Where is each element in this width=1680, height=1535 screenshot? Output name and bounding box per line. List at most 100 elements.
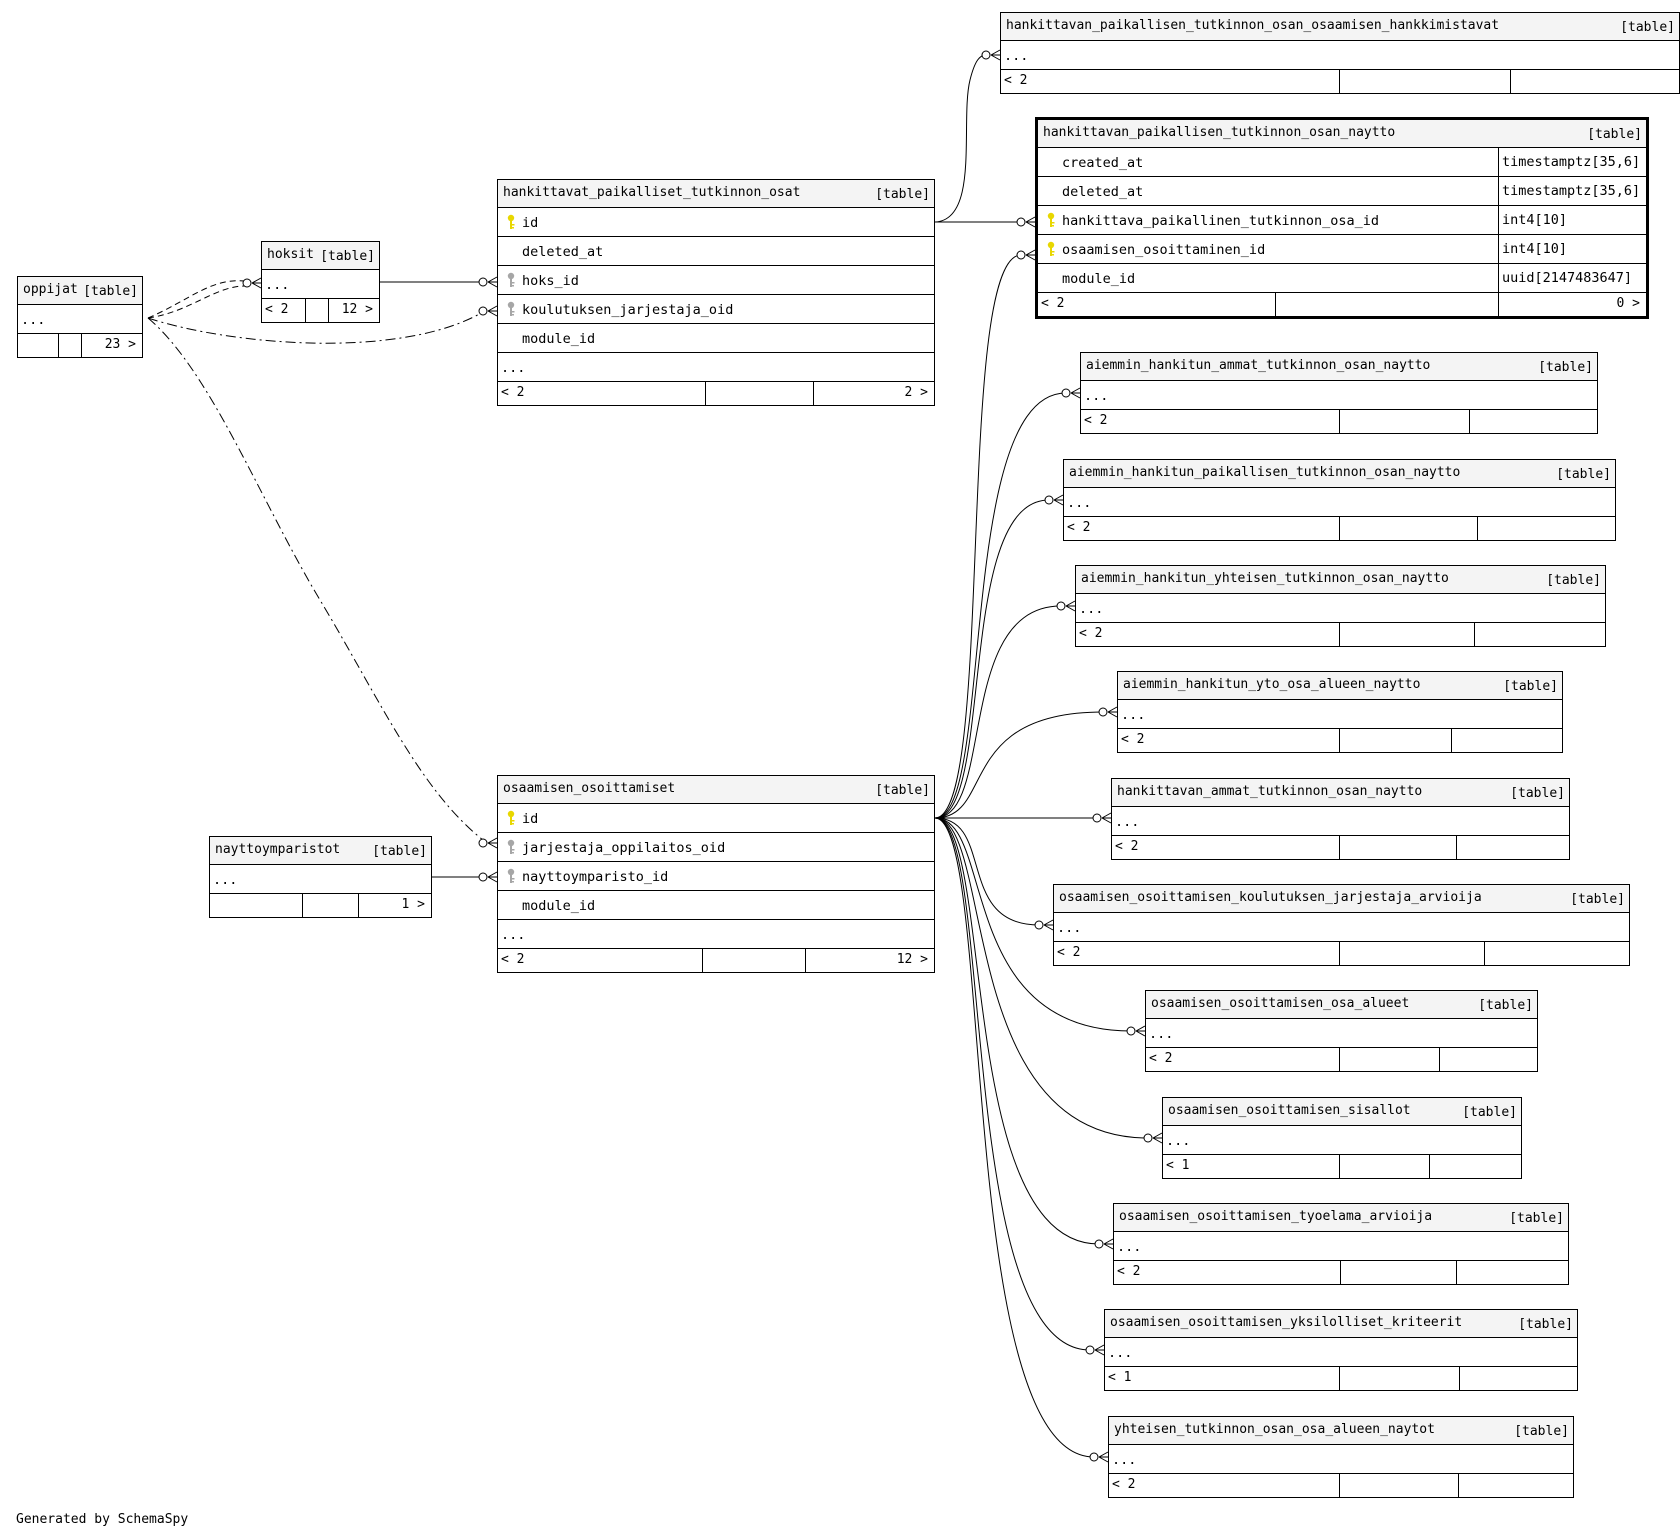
children-link[interactable]: 1 > xyxy=(401,897,425,912)
table-type-label: [table] xyxy=(1514,1424,1569,1439)
table-header[interactable]: hankittavan_ammat_tutkinnon_osan_naytto[… xyxy=(1112,779,1569,807)
table-header[interactable]: osaamisen_osoittamisen_tyoelama_arvioija… xyxy=(1114,1204,1568,1232)
column-row[interactable]: id xyxy=(498,208,934,237)
table-name[interactable]: hankittavan_paikallisen_tutkinnon_osan_n… xyxy=(1043,125,1396,140)
table-ahytn[interactable]: aiemmin_hankitun_yhteisen_tutkinnon_osan… xyxy=(1075,565,1606,647)
table-header[interactable]: aiemmin_hankitun_yto_osa_alueen_naytto[t… xyxy=(1118,672,1562,700)
table-name[interactable]: osaamisen_osoittamisen_tyoelama_arvioija xyxy=(1119,1209,1433,1224)
table-ytoan[interactable]: yhteisen_tutkinnon_osan_osa_alueen_nayto… xyxy=(1108,1416,1574,1498)
parents-link[interactable]: < 1 xyxy=(1108,1370,1132,1385)
footer-divider xyxy=(1429,1155,1430,1178)
column-name: module_id xyxy=(522,331,596,347)
table-oppijat[interactable]: oppijat[table]... 23 > xyxy=(17,276,143,358)
parents-link[interactable]: < 2 xyxy=(501,385,525,400)
children-link[interactable]: 23 > xyxy=(104,337,136,352)
table-name[interactable]: hankittavat_paikalliset_tutkinnon_osat xyxy=(503,185,801,200)
parents-link[interactable]: < 2 xyxy=(1079,626,1103,641)
table-header[interactable]: oppijat[table] xyxy=(18,277,142,305)
table-header[interactable]: hankittavat_paikalliset_tutkinnon_osat[t… xyxy=(498,180,934,208)
parents-link[interactable]: < 1 xyxy=(1166,1158,1190,1173)
footer-divider xyxy=(705,382,706,405)
parents-link[interactable]: < 2 xyxy=(1112,1477,1136,1492)
column-row[interactable]: koulutuksen_jarjestaja_oid xyxy=(498,295,934,324)
column-row[interactable]: deleted_at xyxy=(498,237,934,266)
more-columns-row: ... xyxy=(18,305,142,334)
parents-link[interactable]: < 2 xyxy=(1041,296,1065,311)
parents-link[interactable]: < 2 xyxy=(1115,839,1139,854)
table-ookja[interactable]: osaamisen_osoittamisen_koulutuksen_jarje… xyxy=(1053,884,1630,966)
parents-link[interactable]: < 2 xyxy=(1121,732,1145,747)
column-row[interactable]: module_id xyxy=(498,324,934,353)
parents-link[interactable]: < 2 xyxy=(1149,1051,1173,1066)
column-row[interactable]: id xyxy=(498,804,934,833)
table-hpto[interactable]: hankittavat_paikalliset_tutkinnon_osat[t… xyxy=(497,179,935,406)
table-footer: < 2 xyxy=(1064,517,1615,540)
table-header[interactable]: yhteisen_tutkinnon_osan_osa_alueen_nayto… xyxy=(1109,1417,1573,1445)
table-name[interactable]: yhteisen_tutkinnon_osan_osa_alueen_nayto… xyxy=(1114,1422,1435,1437)
children-link[interactable]: 0 > xyxy=(1616,296,1640,311)
table-name[interactable]: osaamisen_osoittamisen_koulutuksen_jarje… xyxy=(1059,890,1482,905)
table-oos[interactable]: osaamisen_osoittamisen_sisallot[table]..… xyxy=(1162,1097,1522,1179)
table-hatn[interactable]: hankittavan_ammat_tutkinnon_osan_naytto[… xyxy=(1111,778,1570,860)
table-header[interactable]: osaamisen_osoittamisen_sisallot[table] xyxy=(1163,1098,1521,1126)
table-ahyoan[interactable]: aiemmin_hankitun_yto_osa_alueen_naytto[t… xyxy=(1117,671,1563,753)
table-oooa[interactable]: osaamisen_osoittamisen_osa_alueet[table]… xyxy=(1145,990,1538,1072)
table-name[interactable]: hoksit xyxy=(267,247,314,262)
table-header[interactable]: aiemmin_hankitun_ammat_tutkinnon_osan_na… xyxy=(1081,353,1597,381)
parents-link[interactable]: < 2 xyxy=(1004,73,1028,88)
foreign-key-icon xyxy=(507,839,515,854)
column-row[interactable]: jarjestaja_oppilaitos_oid xyxy=(498,833,934,862)
table-name[interactable]: aiemmin_hankitun_yhteisen_tutkinnon_osan… xyxy=(1081,571,1449,586)
table-oota[interactable]: osaamisen_osoittamisen_tyoelama_arvioija… xyxy=(1113,1203,1569,1285)
parents-link[interactable]: < 2 xyxy=(1057,945,1081,960)
children-link[interactable]: 12 > xyxy=(341,302,373,317)
children-link[interactable]: 12 > xyxy=(896,952,928,967)
table-name[interactable]: osaamisen_osoittamisen_osa_alueet xyxy=(1151,996,1410,1011)
table-nayttoymparistot[interactable]: nayttoymparistot[table]...1 > xyxy=(209,836,432,918)
table-header[interactable]: hankittavan_paikallisen_tutkinnon_osan_n… xyxy=(1038,120,1646,148)
table-ahatn[interactable]: aiemmin_hankitun_ammat_tutkinnon_osan_na… xyxy=(1080,352,1598,434)
parents-link[interactable]: < 2 xyxy=(1084,413,1108,428)
table-header[interactable]: osaamisen_osoittamiset[table] xyxy=(498,776,934,804)
column-row[interactable]: module_id xyxy=(498,891,934,920)
table-name[interactable]: osaamisen_osoittamisen_sisallot xyxy=(1168,1103,1411,1118)
table-header[interactable]: aiemmin_hankitun_paikallisen_tutkinnon_o… xyxy=(1064,460,1615,488)
table-hankkimistavat[interactable]: hankittavan_paikallisen_tutkinnon_osan_o… xyxy=(1000,12,1680,94)
parents-link[interactable]: < 2 xyxy=(1117,1264,1141,1279)
column-row[interactable]: hoks_id xyxy=(498,266,934,295)
table-name[interactable]: aiemmin_hankitun_yto_osa_alueen_naytto xyxy=(1123,677,1421,692)
parents-link[interactable]: < 2 xyxy=(501,952,525,967)
table-header[interactable]: osaamisen_osoittamisen_yksilolliset_krit… xyxy=(1105,1310,1577,1338)
table-ahptn[interactable]: aiemmin_hankitun_paikallisen_tutkinnon_o… xyxy=(1063,459,1616,541)
table-name[interactable]: aiemmin_hankitun_paikallisen_tutkinnon_o… xyxy=(1069,465,1461,480)
table-name[interactable]: hankittavan_paikallisen_tutkinnon_osan_o… xyxy=(1006,18,1500,33)
children-link[interactable]: 2 > xyxy=(904,385,928,400)
parents-link[interactable]: < 2 xyxy=(1067,520,1091,535)
table-name[interactable]: osaamisen_osoittamisen_yksilolliset_krit… xyxy=(1110,1315,1463,1330)
column-row[interactable]: nayttoymparisto_id xyxy=(498,862,934,891)
parents-link[interactable]: < 2 xyxy=(265,302,289,317)
relation-crowfoot xyxy=(1016,249,1036,261)
table-header[interactable]: hoksit[table] xyxy=(262,242,379,270)
table-name[interactable]: hankittavan_ammat_tutkinnon_osan_naytto xyxy=(1117,784,1423,799)
footer-divider xyxy=(1484,942,1485,965)
table-ooyk[interactable]: osaamisen_osoittamisen_yksilolliset_krit… xyxy=(1104,1309,1578,1391)
table-name[interactable]: osaamisen_osoittamiset xyxy=(503,781,676,796)
table-name[interactable]: nayttoymparistot xyxy=(215,842,341,857)
table-naytto[interactable]: hankittavan_paikallisen_tutkinnon_osan_n… xyxy=(1035,117,1649,319)
table-name[interactable]: aiemmin_hankitun_ammat_tutkinnon_osan_na… xyxy=(1086,358,1431,373)
table-name[interactable]: oppijat xyxy=(23,282,78,297)
table-header[interactable]: hankittavan_paikallisen_tutkinnon_osan_o… xyxy=(1001,13,1679,41)
table-header[interactable]: nayttoymparistot[table] xyxy=(210,837,431,865)
table-header[interactable]: aiemmin_hankitun_yhteisen_tutkinnon_osan… xyxy=(1076,566,1605,594)
more-columns-marker: ... xyxy=(1084,388,1109,404)
table-header[interactable]: osaamisen_osoittamisen_osa_alueet[table] xyxy=(1146,991,1537,1019)
table-header[interactable]: osaamisen_osoittamisen_koulutuksen_jarje… xyxy=(1054,885,1629,913)
